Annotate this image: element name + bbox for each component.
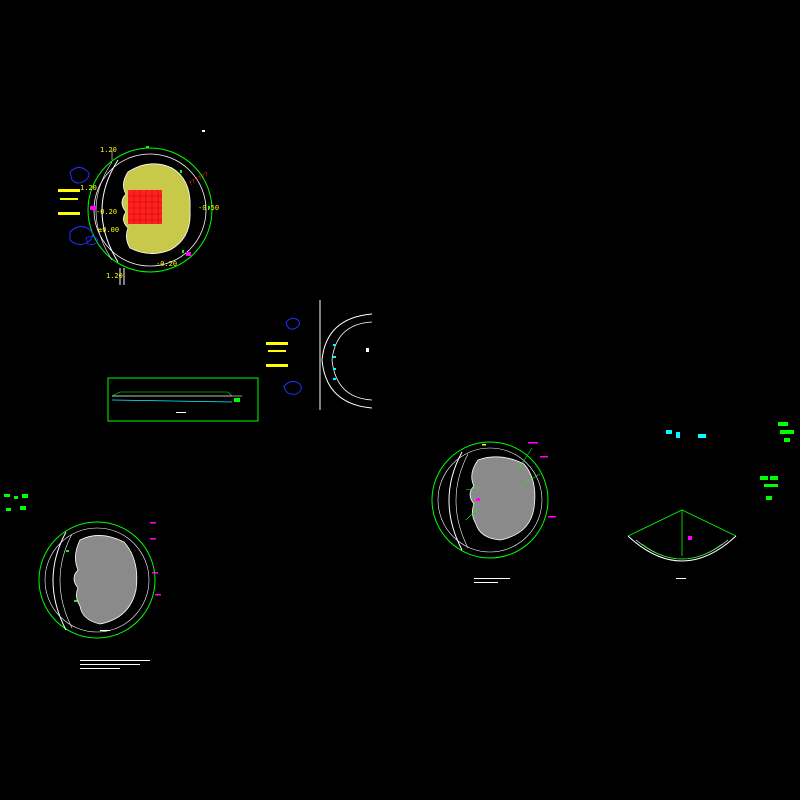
elev-left: ±0.00: [98, 226, 119, 234]
outer-ring: [87, 147, 213, 273]
blue-shrub-1: [69, 166, 90, 184]
dim-bottom: 1.20: [106, 272, 123, 280]
plan-grid-center-right: [431, 441, 556, 583]
section-arch-middle: [266, 300, 373, 410]
plan-grid-bottom-left: [4, 494, 161, 669]
dim-top: 1.20: [100, 146, 117, 154]
plan-pool-top-left: ?????? 1.20 1.20 1.20 -0.50 -0.20 ±0.00 …: [58, 130, 219, 285]
elev-bottom: -0.20: [156, 260, 177, 268]
left-wall-arc: [101, 159, 119, 263]
fan-detail: [627, 422, 794, 579]
elev-left2: -0.20: [96, 208, 117, 216]
dim-left: 1.20: [80, 184, 97, 192]
red-grid-block: [128, 190, 162, 224]
blue-shrub-2: [69, 226, 94, 246]
section-strip: [107, 377, 259, 422]
